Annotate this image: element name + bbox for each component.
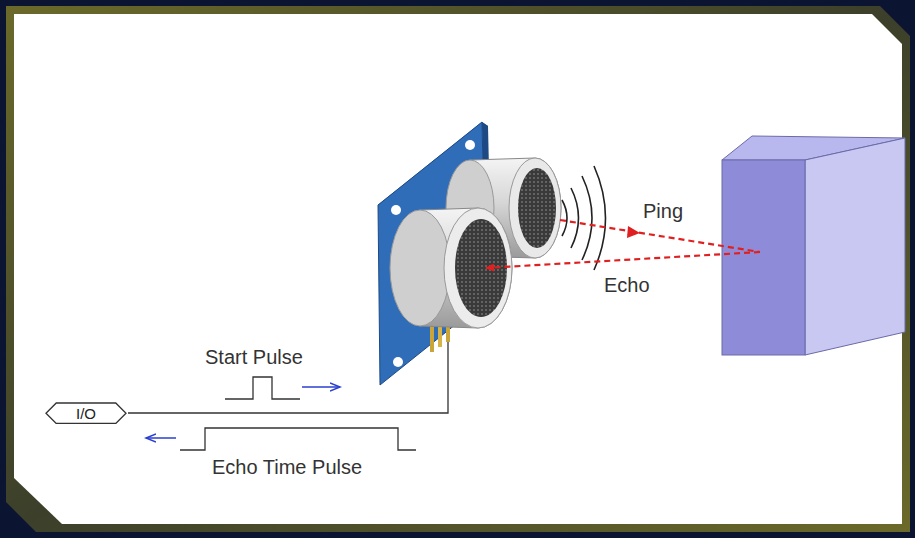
echo-label: Echo <box>604 274 650 296</box>
echo-time-pulse-label: Echo Time Pulse <box>212 456 362 478</box>
ping-label: Ping <box>643 200 683 222</box>
ultrasonic-sensor <box>378 122 561 385</box>
ping-arrowhead <box>627 226 640 238</box>
white-panel <box>14 14 902 524</box>
io-port-tag: I/O <box>45 402 127 425</box>
echo-pulse-waveform <box>180 428 416 450</box>
echo-pulse-direction <box>146 437 176 439</box>
start-pulse-direction <box>302 386 340 388</box>
target-object <box>722 136 905 355</box>
io-wire <box>128 342 448 413</box>
sound-waves <box>562 166 606 270</box>
port-name: I/O <box>76 406 96 423</box>
start-pulse-waveform <box>225 377 300 399</box>
ping-echo-rays <box>486 220 760 268</box>
start-pulse-label: Start Pulse <box>205 346 303 368</box>
frame-border <box>6 6 910 532</box>
